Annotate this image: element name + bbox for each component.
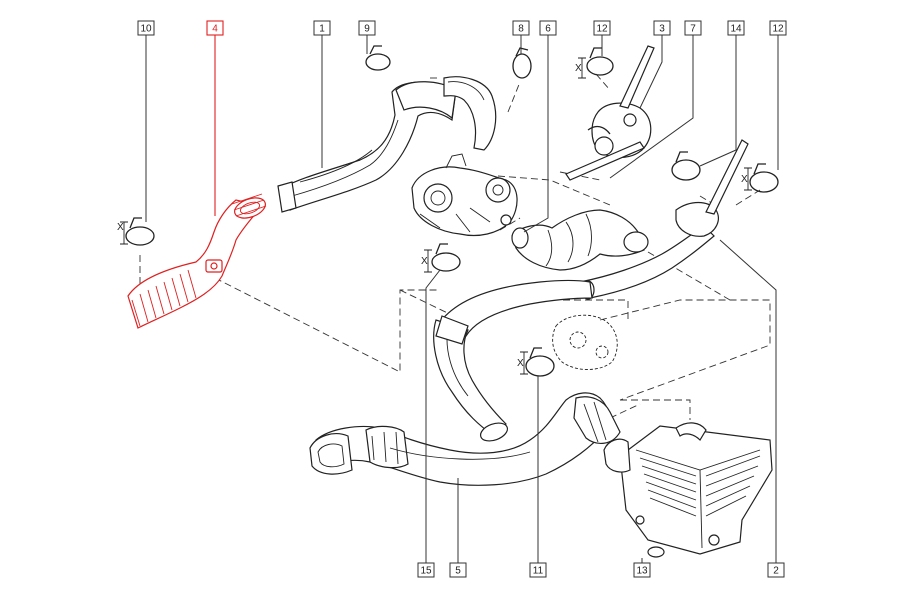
svg-text:3: 3 xyxy=(659,24,665,35)
part-13-airbox xyxy=(603,422,773,558)
clamp-14 xyxy=(671,151,701,181)
callout-4-highlighted: 4 xyxy=(206,20,224,36)
clamp-8 xyxy=(512,47,532,79)
part-15-curved-hose xyxy=(433,279,593,442)
callout-15: 15 xyxy=(417,562,435,578)
x-mark: X xyxy=(741,174,748,185)
part-6-7-outlet-elbow xyxy=(511,209,649,271)
clamp-12b xyxy=(744,163,779,193)
svg-text:8: 8 xyxy=(518,24,524,35)
clamp-10 xyxy=(120,217,155,246)
clamp-15 xyxy=(424,243,461,273)
callout-2: 2 xyxy=(767,562,785,578)
callout-6: 6 xyxy=(539,20,557,36)
part-1-air-duct xyxy=(277,76,497,213)
svg-text:10: 10 xyxy=(140,24,152,35)
callout-13: 13 xyxy=(633,562,651,578)
phantom-engine-block xyxy=(552,314,618,370)
svg-text:11: 11 xyxy=(533,566,544,577)
svg-text:13: 13 xyxy=(636,566,648,577)
svg-text:5: 5 xyxy=(455,566,461,577)
svg-text:15: 15 xyxy=(420,566,432,577)
turbocharger xyxy=(411,153,518,237)
callout-10: 10 xyxy=(137,20,155,36)
callout-12-top: 12 xyxy=(593,20,611,36)
x-mark: X xyxy=(517,358,524,369)
leader-lines xyxy=(145,35,779,568)
callout-3: 3 xyxy=(653,20,671,36)
callout-9: 9 xyxy=(358,20,376,36)
callout-5: 5 xyxy=(449,562,467,578)
x-mark: X xyxy=(575,63,582,74)
clamp-12a xyxy=(578,47,614,79)
callout-1: 1 xyxy=(313,20,331,36)
svg-text:12: 12 xyxy=(772,24,784,35)
svg-text:6: 6 xyxy=(545,24,551,35)
part-3-valve xyxy=(565,45,655,181)
dimension-x-labels: X X X X X xyxy=(117,63,748,369)
part-4-rubber-duct-highlighted xyxy=(127,193,267,329)
x-mark: X xyxy=(421,256,428,267)
callout-11: 11 xyxy=(529,562,547,578)
svg-text:1: 1 xyxy=(319,24,325,35)
svg-text:4: 4 xyxy=(212,24,218,35)
svg-text:14: 14 xyxy=(730,24,742,35)
callout-7: 7 xyxy=(684,20,702,36)
clamp-9 xyxy=(365,45,391,71)
svg-text:7: 7 xyxy=(690,24,696,35)
svg-text:9: 9 xyxy=(364,24,370,35)
svg-text:12: 12 xyxy=(596,24,608,35)
svg-text:2: 2 xyxy=(773,566,779,577)
callout-8: 8 xyxy=(512,20,530,36)
callout-12-right: 12 xyxy=(769,20,787,36)
clamp-11 xyxy=(520,347,555,377)
callout-14: 14 xyxy=(727,20,745,36)
x-mark: X xyxy=(117,222,124,233)
